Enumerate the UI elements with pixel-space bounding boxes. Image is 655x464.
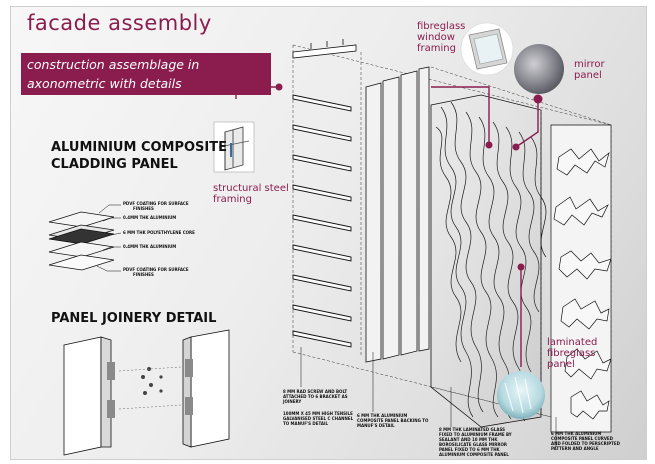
steel-label-line-2: framing — [213, 194, 252, 205]
cladding-layers-detail — [48, 211, 115, 271]
laminated-label-line-1: laminated — [547, 337, 598, 348]
note-line: ATTACHED TO 6 BRACKET AS — [283, 394, 348, 399]
layer-label-3: 0.4MM THK ALUMINIUM — [123, 215, 177, 220]
note-folded-panel: 6 MM THK ALUMINIUM COMPOSITE PANEL CURVE… — [551, 431, 620, 451]
note-line: COMPOSITE PANEL BACKING TO — [357, 418, 429, 423]
cladding-heading-line-2: CLADDING PANEL — [51, 157, 178, 172]
subtitle: construction assemblage in axonometric w… — [27, 55, 267, 93]
note-line: FIXED TO ALUMINIUM FRAME BY — [439, 432, 512, 437]
note-line: 8 MM THK LAMINATED GLASS — [439, 427, 506, 432]
fibreglass-frame-inset — [460, 22, 514, 76]
structural-steel-label: structural steel framing — [213, 183, 289, 205]
mirror-label-line-2: panel — [574, 70, 602, 81]
note-line: 100MM X 45 MM HIGH TENSILE — [283, 411, 353, 416]
mirror-panel-photo — [514, 44, 564, 94]
fibreglass-label-line-3: framing — [417, 43, 456, 54]
drawing-sheet: facade assembly construction assemblage … — [10, 6, 647, 460]
laminated-label-line-2: fibreglass — [547, 348, 596, 359]
wavy-panel-frame — [430, 94, 542, 428]
layer-label-7: FINISHES — [133, 272, 154, 277]
mirror-panel-label: mirror panel — [574, 59, 605, 81]
note-line: 8 MM RAD SCREW AND BOLT — [283, 389, 348, 394]
layer-label-2: FINISHES — [133, 206, 154, 211]
fibreglass-label-line-1: fibreglass — [417, 21, 466, 32]
subtitle-line-1: construction assemblage in — [27, 57, 200, 72]
joinery-heading: PANEL JOINERY DETAIL — [51, 311, 217, 326]
note-laminated-glass: 8 MM THK LAMINATED GLASS FIXED TO ALUMIN… — [439, 427, 512, 457]
note-leaders — [300, 347, 557, 447]
folded-composite-panel — [550, 124, 612, 433]
note-steel-channel: 100MM X 45 MM HIGH TENSILE GALVANISED ST… — [283, 411, 353, 426]
note-line: PATTERN AND ANGLE — [551, 446, 599, 451]
note-line: JOINERY — [283, 399, 302, 404]
note-composite-backing: 6 MM THK ALUMINIUM COMPOSITE PANEL BACKI… — [357, 413, 428, 428]
top-rail — [292, 39, 357, 59]
laminated-label-line-3: panel — [547, 359, 575, 370]
joinery-bolts — [107, 359, 193, 418]
note-line: 6 MM THK ALUMINIUM — [551, 431, 602, 436]
subtitle-banner — [21, 53, 271, 95]
note-line: AND FOLDED TO PERSCRIPTED — [551, 441, 620, 446]
laminated-fibreglass-label: laminated fibreglass panel — [547, 337, 597, 370]
note-line: ALUMINIUM COMPOSITE PANEL — [439, 452, 509, 457]
page-title: facade assembly — [27, 11, 212, 35]
note-line: GALVANISED STEEL C CHANNEL — [283, 416, 354, 421]
joinery-panels — [63, 329, 230, 456]
layer-label-1: PDVF COATING FOR SURFACE — [123, 201, 189, 206]
layer-label-6: PDVF COATING FOR SURFACE — [123, 267, 189, 272]
callout-lines — [235, 86, 539, 367]
note-line: COMPOSITE PANEL CURVED — [551, 436, 613, 441]
note-line: TO MANUF'S DETAIL — [283, 421, 329, 426]
note-line: PANEL FIXED TO 6 MM THK — [439, 447, 500, 452]
layer-label-5: 0.4MM THK ALUMINIUM — [123, 244, 177, 249]
cladding-heading-line-1: ALUMINIUM COMPOSITE — [51, 140, 228, 155]
backing-panels — [365, 66, 430, 363]
note-screw-bolt: 8 MM RAD SCREW AND BOLT ATTACHED TO 6 BR… — [283, 389, 348, 404]
steel-framing-detail — [213, 121, 255, 173]
note-line: MANUF'S DETAIL — [357, 423, 395, 428]
axonometric-drawing — [48, 22, 612, 456]
cladding-heading: ALUMINIUM COMPOSITE CLADDING PANEL — [51, 139, 227, 173]
steel-label-line-1: structural steel — [213, 183, 289, 194]
note-line: BOROSILICATE GLASS MIRROR — [439, 442, 507, 447]
joinery-dashes — [118, 366, 182, 410]
mirror-label-line-1: mirror — [574, 59, 605, 70]
layer-leaders — [96, 204, 122, 272]
fibreglass-window-framing-label: fibreglass window framing — [417, 21, 465, 54]
fibreglass-label-line-2: window — [417, 32, 455, 43]
glass-reflections — [504, 376, 532, 414]
steel-framing-channels — [292, 94, 352, 348]
subtitle-line-2: axonometric with details — [27, 76, 182, 91]
note-line: 6 MM THK ALUMINIUM — [357, 413, 408, 418]
callout-dots — [275, 83, 543, 271]
note-line: SEALANT AND 10 MM THK — [439, 437, 498, 442]
layer-label-4: 6 MM THK POLYETHYLENE CORE — [123, 230, 195, 235]
laminated-panel-photo — [497, 371, 545, 419]
